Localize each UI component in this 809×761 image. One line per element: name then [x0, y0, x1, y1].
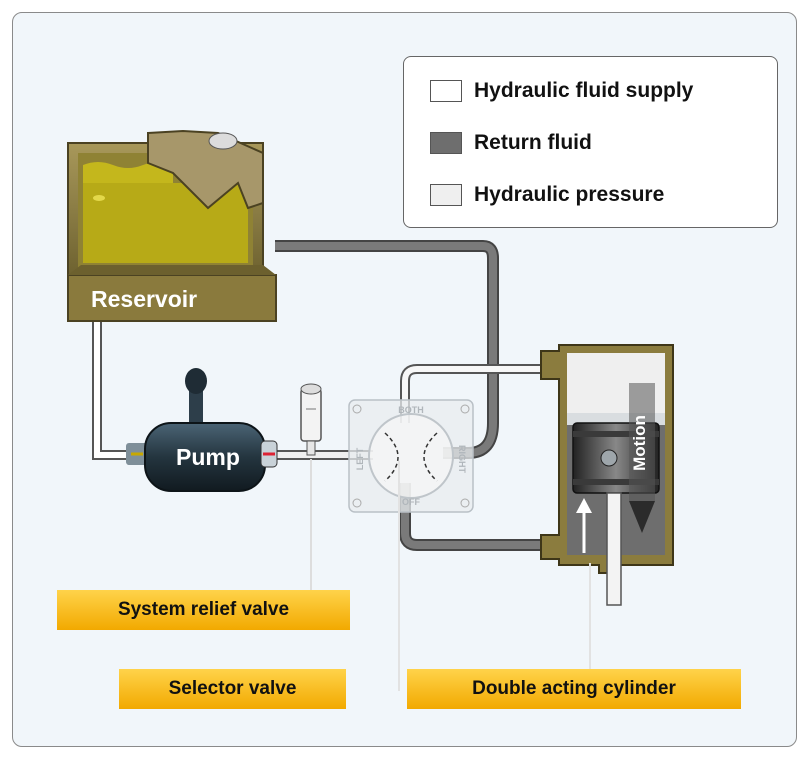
selector-valve — [348, 399, 474, 691]
reservoir-label: Reservoir — [91, 286, 197, 312]
motion-label: Motion — [630, 415, 649, 471]
selector-right-label: RIGHT — [457, 445, 467, 474]
selector-both-label: BOTH — [398, 405, 424, 415]
legend-item-supply: Hydraulic fluid supply — [430, 77, 693, 105]
double-acting-cylinder — [540, 344, 674, 691]
legend: Hydraulic fluid supply Return fluid Hydr… — [403, 56, 778, 228]
pressure-swatch — [430, 184, 462, 206]
relief-valve-callout: System relief valve — [57, 590, 350, 630]
cylinder-callout: Double acting cylinder — [407, 669, 741, 709]
relief-valve — [300, 383, 322, 603]
supply-line — [92, 313, 131, 460]
legend-label-return: Return fluid — [474, 131, 592, 154]
legend-item-return: Return fluid — [430, 129, 592, 157]
selector-off-label: OFF — [402, 497, 420, 507]
legend-label-pressure: Hydraulic pressure — [474, 183, 665, 206]
pump — [126, 368, 278, 492]
reservoir — [67, 129, 277, 322]
legend-item-pressure: Hydraulic pressure — [430, 181, 664, 209]
legend-label-supply: Hydraulic fluid supply — [474, 79, 694, 102]
pump-label: Pump — [176, 444, 240, 470]
return-swatch — [430, 132, 462, 154]
hydraulic-diagram: Reservoir Pump — [67, 129, 674, 691]
selector-valve-callout: Selector valve — [119, 669, 346, 709]
diagram-frame: Reservoir Pump — [12, 12, 797, 747]
supply-swatch — [430, 80, 462, 102]
selector-left-label: LEFT — [355, 447, 365, 470]
